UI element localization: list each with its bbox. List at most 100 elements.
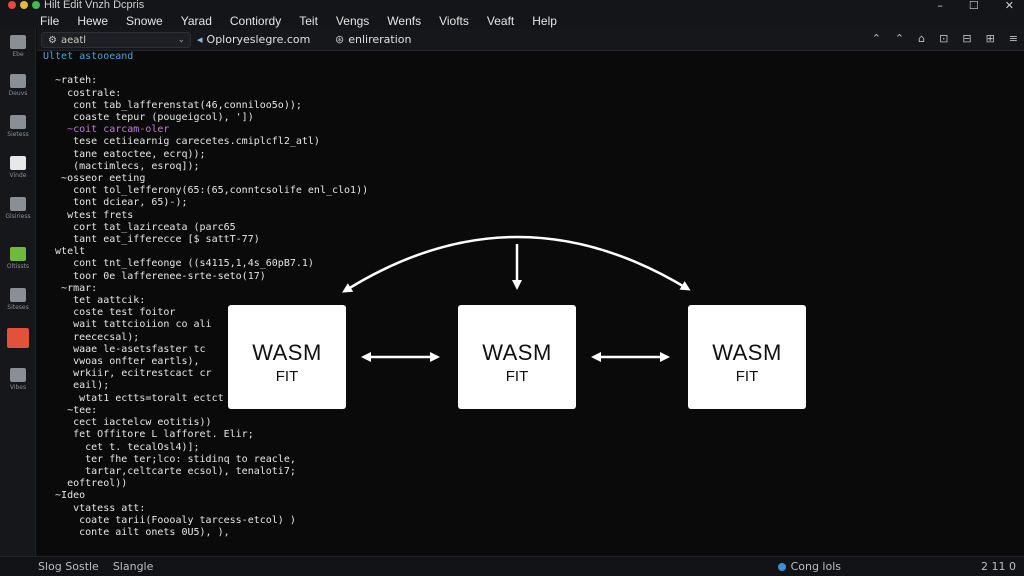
code-line[interactable]: cont tnt_leffeonge ((s4115,1,4s_60pB7.1) xyxy=(43,258,314,270)
workspace-select[interactable]: ⚙ aeatl ⌄ xyxy=(41,32,191,48)
code-line[interactable]: eail); xyxy=(43,380,110,392)
code-line[interactable]: ~tee: xyxy=(43,404,98,416)
code-line[interactable]: tartar,celtcarte ecsol), tenaloti7; xyxy=(43,465,296,477)
code-line[interactable]: cont tol_lefferony(65:(65,conntcsolife e… xyxy=(43,185,369,197)
panel-icon[interactable]: ⊡ xyxy=(939,32,949,45)
code-line[interactable]: eoftreol)) xyxy=(43,478,128,490)
box-title: WASM xyxy=(712,340,782,365)
extensions-icon xyxy=(10,115,26,129)
code-line[interactable]: coaste tepur (pougeigcol), ']) xyxy=(43,112,254,124)
activity-label: Vibes xyxy=(9,384,27,391)
code-line[interactable]: cect iactelcw eotitis)) xyxy=(43,417,212,429)
activity-files[interactable]: Ebe xyxy=(3,32,33,66)
python-icon xyxy=(10,247,26,261)
minimize-window-dot[interactable] xyxy=(20,1,28,9)
menu-item-8[interactable]: Wenfs xyxy=(387,13,422,28)
code-line[interactable]: wtest frets xyxy=(43,209,134,221)
code-line[interactable] xyxy=(43,63,368,75)
maximize-window-dot[interactable] xyxy=(32,1,40,9)
home-icon[interactable]: ⌂ xyxy=(918,32,926,45)
code-line[interactable]: coate tarii(Foooaly tarcess-etcol) ) xyxy=(43,514,296,526)
menu-item-5[interactable]: Contiordy xyxy=(229,13,282,28)
code-line[interactable]: ~rateh: xyxy=(43,75,98,87)
code-line[interactable]: tane eatoctee, ecrq)); xyxy=(43,148,206,160)
status-config[interactable]: Cong lols xyxy=(777,560,841,573)
status-item-2[interactable]: Slangle xyxy=(112,560,154,573)
menu-help[interactable]: Help xyxy=(532,13,557,28)
activity-extensions[interactable]: Sietess xyxy=(3,112,33,146)
status-right: Cong lols 2 11 0 xyxy=(777,560,1016,573)
activity-python[interactable]: Oltissts xyxy=(3,244,33,278)
code-line[interactable]: Ultet astooeand xyxy=(43,51,134,62)
layout-icon[interactable]: ⊞ xyxy=(985,32,995,45)
close-window-dot[interactable] xyxy=(8,1,16,9)
gear-icon: ⚙ xyxy=(48,34,57,46)
code-line[interactable]: fet Offitore L lafforet. Elir; xyxy=(43,429,254,441)
code-line[interactable]: vwoas onfter eartls), xyxy=(43,356,200,368)
code-line[interactable]: ~coit carcam-oler xyxy=(43,124,170,136)
code-line[interactable]: wrkiir, ecitrestcact cr xyxy=(43,368,212,380)
code-line[interactable]: ter fhe ter;lco: stidinq to reacle, xyxy=(43,453,296,465)
activity-active-extension[interactable] xyxy=(3,325,33,359)
box-title: WASM xyxy=(252,340,322,365)
menu-item-9[interactable]: Viofts xyxy=(439,13,469,28)
split-icon[interactable]: ⊟ xyxy=(962,32,972,45)
menu-item-3[interactable]: Snowe xyxy=(126,13,163,28)
status-item-1[interactable]: Slog Sostle xyxy=(38,560,99,573)
activity-label: Siteses xyxy=(7,304,29,311)
code-line[interactable]: ~rmar: xyxy=(43,282,98,294)
code-line[interactable]: ~Ideo xyxy=(43,490,86,502)
code-line[interactable]: wtat1 ectts=toralt ectct xyxy=(43,392,224,404)
tab-enlireration[interactable]: ⊛ enlireration xyxy=(335,33,411,46)
code-line[interactable]: coste test foitor xyxy=(43,307,176,319)
code-line[interactable]: (mactimlecs, esroq]); xyxy=(43,160,200,172)
code-line[interactable]: conte ailt onets 0U5), ), xyxy=(43,526,230,538)
menu-item-2[interactable]: Hewe xyxy=(77,13,109,28)
files-icon xyxy=(10,35,26,49)
activity-settings[interactable]: Siteses xyxy=(3,285,33,319)
menu-item-6[interactable]: Teit xyxy=(299,13,318,28)
code-line[interactable]: wait tattcioiion co ali xyxy=(43,319,212,331)
menu-bar: File Hewe Snowe Yarad Contiordy Teit Ven… xyxy=(0,12,1024,29)
window-controls: – ☐ ✕ xyxy=(937,0,1014,12)
code-line[interactable]: tant eat_ifferecce [$ sattT-77) xyxy=(43,234,260,246)
activity-label: Deuvs xyxy=(8,90,28,97)
code-line[interactable]: tet aattcik: xyxy=(43,295,146,307)
code-line[interactable]: toor 0e lafferenee-srte-seto(17) xyxy=(43,270,266,282)
code-line[interactable]: cet t. tecalOsl4)]; xyxy=(43,441,200,453)
code-line[interactable]: wtelt xyxy=(43,246,86,258)
activity-label: Vinde xyxy=(9,172,27,179)
code-line[interactable]: cont tab_lafferenstat(46,conniloo5o)); xyxy=(43,99,302,111)
code-line[interactable]: waae le-asetsfaster tc xyxy=(43,343,206,355)
box-subtitle: FIT xyxy=(505,368,529,385)
code-line[interactable]: vtatess att: xyxy=(43,502,146,514)
minimize-icon[interactable]: – xyxy=(937,0,943,12)
activity-debug[interactable]: Vinde xyxy=(3,153,33,187)
menu-icon[interactable]: ≡ xyxy=(1008,32,1018,45)
code-line[interactable]: cort tat_lazirceata (parc65 xyxy=(43,221,236,233)
tab-url[interactable]: ◂ Oploryeslegre.com xyxy=(197,33,310,46)
activity-source-control[interactable]: Glsiriess xyxy=(3,194,33,228)
code-line[interactable]: costrale: xyxy=(43,87,122,99)
search-icon xyxy=(10,74,26,88)
menu-file[interactable]: File xyxy=(40,13,60,28)
code-line[interactable]: ~osseor eeting xyxy=(43,173,146,185)
activity-search[interactable]: Deuvs xyxy=(3,71,33,105)
code-content[interactable]: Ultet astooeand ~rateh: costrale: cont t… xyxy=(43,51,368,539)
code-line[interactable]: tese cetiiearnig carecetes.cmiplcfl2_atl… xyxy=(43,136,320,148)
status-position[interactable]: 2 11 0 xyxy=(981,560,1016,573)
code-editor[interactable]: Ultet astooeand ~rateh: costrale: cont t… xyxy=(37,51,1024,556)
expand-icon[interactable]: ⌃ xyxy=(894,32,905,45)
activity-label: Ebe xyxy=(12,51,24,58)
close-icon[interactable]: ✕ xyxy=(1004,0,1014,12)
menu-item-10[interactable]: Veaft xyxy=(486,13,515,28)
menu-item-4[interactable]: Yarad xyxy=(180,13,212,28)
maximize-icon[interactable]: ☐ xyxy=(968,0,979,12)
menu-item-7[interactable]: Vengs xyxy=(335,13,370,28)
activity-terminal[interactable]: Vibes xyxy=(3,365,33,399)
code-line[interactable]: tont dciear, 65)-); xyxy=(43,197,188,209)
tab-icon: ◂ xyxy=(197,33,203,46)
code-line[interactable]: reececsal); xyxy=(43,331,140,343)
activity-label: Sietess xyxy=(7,131,29,138)
collapse-icon[interactable]: ⌃ xyxy=(871,32,881,45)
